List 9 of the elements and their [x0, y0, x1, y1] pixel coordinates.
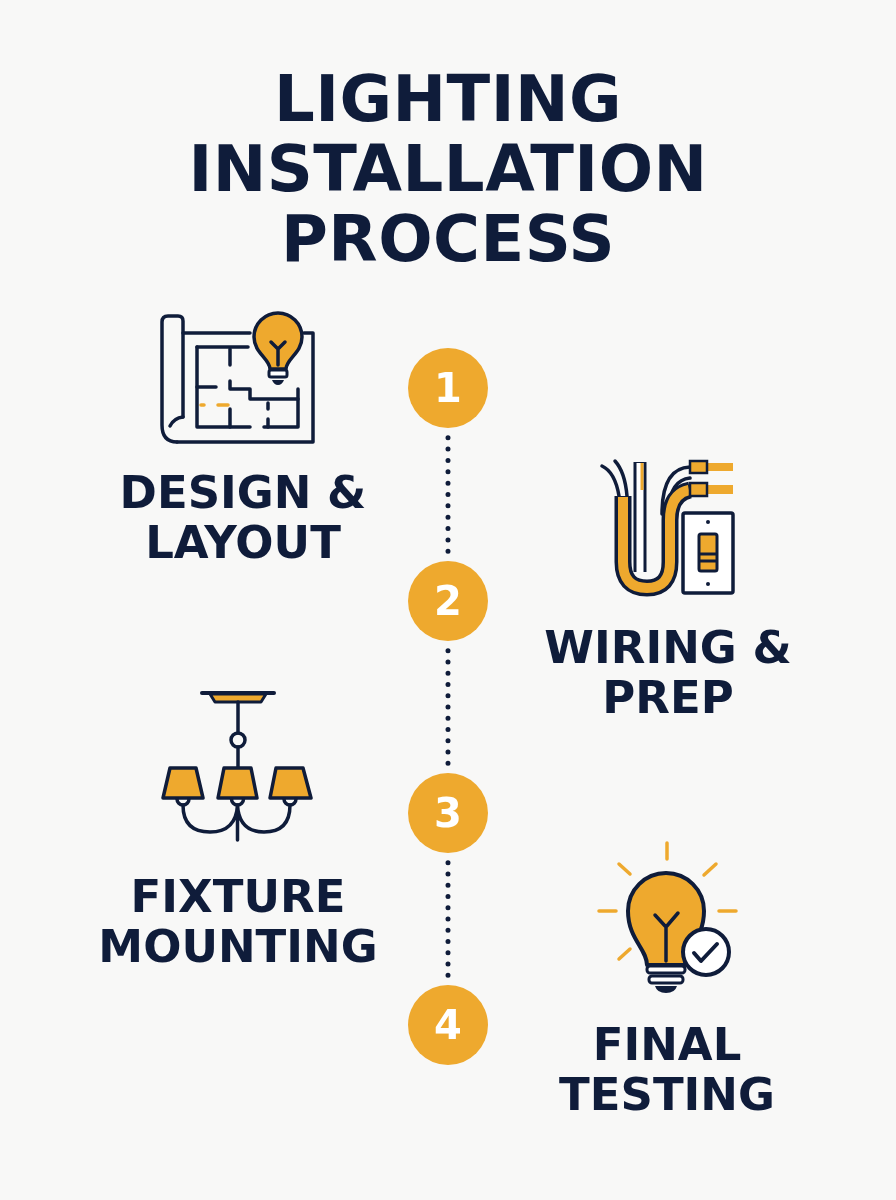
step-number: 4 [434, 1005, 462, 1045]
step-number: 1 [434, 368, 462, 408]
step-label: WIRING & PREP [543, 623, 793, 723]
step-label: FIXTURE MOUNTING [97, 872, 379, 972]
step-label: DESIGN & LAYOUT [118, 468, 368, 568]
step-label: FINAL TESTING [558, 1020, 776, 1120]
step-number: 3 [434, 793, 462, 833]
title: LIGHTING INSTALLATION PROCESS [187, 64, 709, 274]
step-number: 2 [434, 581, 462, 621]
